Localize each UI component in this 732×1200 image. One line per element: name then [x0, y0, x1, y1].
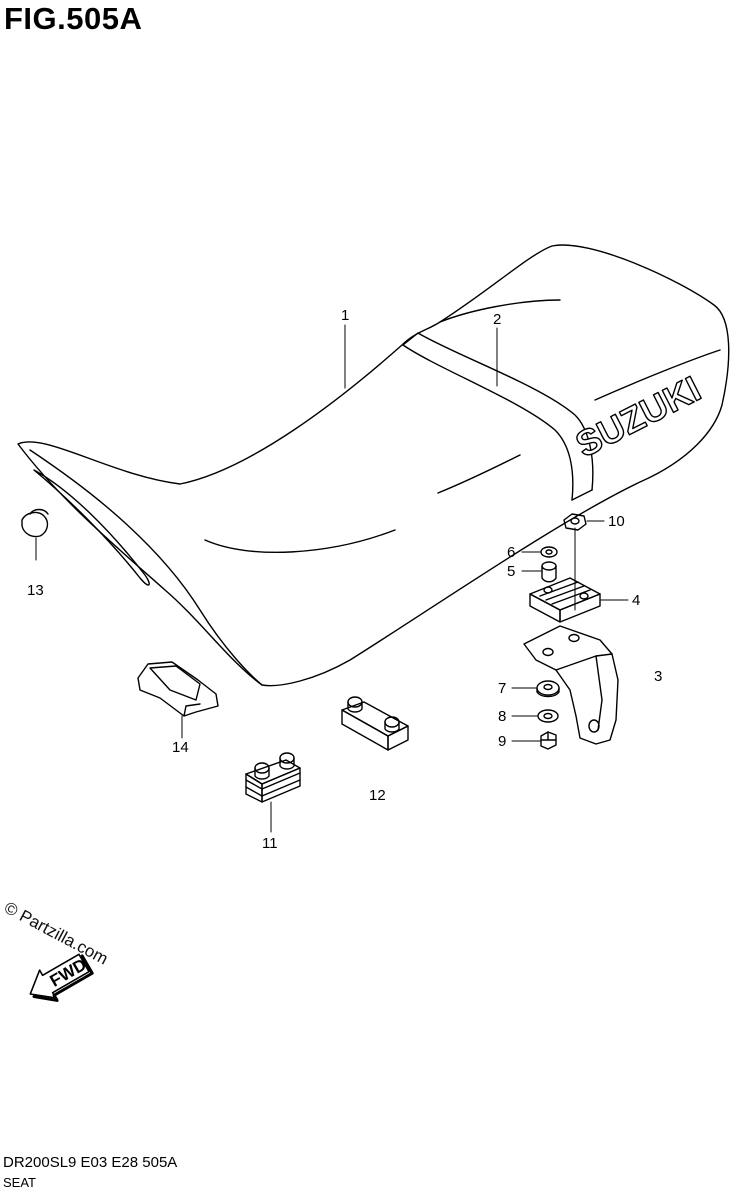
bracket-14-groove [149, 665, 201, 701]
part-5-collar[interactable] [541, 561, 557, 583]
cushion-4-top [529, 577, 601, 611]
damper-12-side [387, 725, 409, 751]
part-7-grommet[interactable] [536, 680, 560, 698]
callout-1[interactable]: 1 [341, 307, 349, 324]
seat-outline [17, 244, 730, 687]
bracket-14-body [137, 661, 219, 717]
suzuki-logo-lettering: SUZUKI [569, 368, 707, 465]
bracket-3-bend [555, 653, 613, 671]
callout-12[interactable]: 12 [369, 787, 386, 804]
figure-title: FIG.505A [4, 1, 143, 36]
callout-10[interactable]: 10 [608, 513, 625, 530]
model-code: DR200SL9 E03 E28 505A [3, 1154, 178, 1171]
part-9-nut[interactable] [540, 731, 557, 750]
part-3-rear-bracket[interactable] [523, 625, 619, 745]
bracket-14-tab [183, 703, 201, 717]
callout-labels: 1 2 3 4 5 6 7 8 9 10 11 12 13 14 [27, 307, 662, 852]
part-10-nut[interactable] [563, 513, 587, 531]
part-14-front-bracket[interactable] [137, 661, 219, 717]
cushion-body [21, 511, 49, 538]
cushion-flange [29, 508, 49, 515]
leader-lines [35, 324, 629, 833]
callout-8[interactable]: 8 [498, 708, 506, 725]
strap-band-rear [417, 332, 594, 491]
bracket-3-flange [595, 655, 603, 731]
seat-contour-upper [437, 454, 521, 494]
damper-12-front [341, 709, 389, 751]
seat-front-panel [33, 469, 150, 586]
callout-7[interactable]: 7 [498, 680, 506, 697]
part-6-washer[interactable] [540, 546, 558, 558]
seat-contour-lower [204, 529, 396, 554]
bracket-3-plate [523, 625, 619, 745]
seat-side-trim [29, 449, 263, 686]
callout-5[interactable]: 5 [507, 563, 515, 580]
callout-9[interactable]: 9 [498, 733, 506, 750]
damper-11-stripes [245, 772, 301, 797]
callout-14[interactable]: 14 [172, 739, 189, 756]
strap-band-end [571, 489, 593, 501]
cushion-4-side [559, 593, 601, 623]
damper-12-stud-b [384, 716, 400, 728]
callout-2[interactable]: 2 [493, 311, 501, 328]
seat-rear-top [439, 299, 561, 323]
strap-band-front [402, 344, 574, 501]
part-4-rear-cushion[interactable] [529, 577, 601, 623]
callout-11[interactable]: 11 [262, 835, 278, 852]
strap-band-start [402, 332, 419, 346]
damper-11-side [261, 767, 301, 803]
part-11-damper[interactable] [245, 752, 301, 803]
seat-rear-side [594, 349, 721, 401]
part-8-washer[interactable] [537, 709, 559, 723]
callout-13[interactable]: 13 [27, 582, 44, 599]
part-13-cushion[interactable] [21, 508, 49, 538]
part-12-damper[interactable] [341, 696, 409, 751]
seat-strap[interactable] [402, 332, 594, 501]
section-title: SEAT [3, 1175, 36, 1190]
damper-11-stud-b [279, 752, 295, 764]
seat-assembly[interactable] [17, 244, 730, 687]
callout-3[interactable]: 3 [654, 668, 662, 685]
callout-4[interactable]: 4 [632, 592, 640, 609]
cushion-4-front [529, 593, 561, 623]
callout-6[interactable]: 6 [507, 544, 515, 561]
